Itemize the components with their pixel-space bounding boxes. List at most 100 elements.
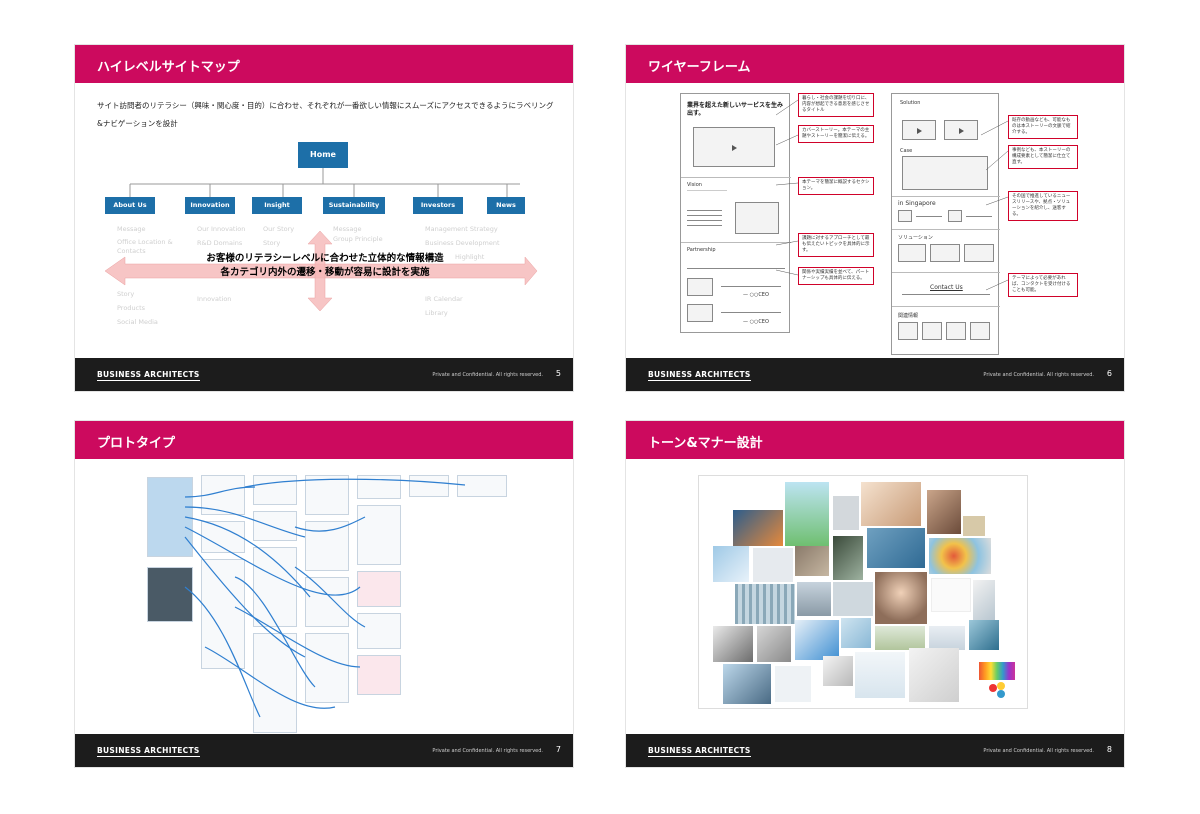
sitemap-subitems-innovation: Our Innovation R&D Domains Innovation [197, 225, 246, 303]
mood-photo [753, 548, 793, 582]
color-dot [997, 690, 1005, 698]
sitemap-subitems-insight: Our Story Story [263, 225, 295, 247]
sitemap-node-about-us[interactable]: About Us [105, 197, 155, 214]
mood-photo [969, 620, 999, 650]
thumb-placeholder [898, 210, 912, 222]
mood-photo [841, 618, 871, 648]
annotation-note: 暮らし・社会の課題を切り口に、内容が想起できる意思を感じさせるタイトル [798, 93, 874, 117]
annotation-note: 課題に対するアプローチとして最も伝えたいトピックを具体的に示す。 [798, 233, 874, 257]
avatar-placeholder [687, 278, 713, 296]
slide-title: ワイヤーフレーム [648, 60, 751, 75]
mood-photo [735, 584, 795, 624]
slide-title: ハイレベルサイトマップ [97, 60, 240, 75]
image-placeholder [902, 156, 988, 190]
play-icon [732, 145, 737, 151]
mood-photo [833, 496, 859, 530]
mood-photo [973, 580, 995, 620]
copyright: Private and Confidential. All rights res… [432, 748, 543, 754]
prototype-page-thumb [201, 559, 245, 669]
play-icon [917, 128, 922, 134]
case-label: Case [900, 148, 913, 154]
prototype-page-thumb [305, 633, 349, 703]
slide-wireframe[interactable]: ワイヤーフレーム 業界を超えた新しいサービスを生み出す。 Vision Part… [625, 44, 1125, 392]
prototype-page-thumb [409, 475, 449, 497]
prototype-page-thumb [147, 567, 193, 622]
sitemap-home-node[interactable]: Home [298, 142, 348, 168]
annotation-note: その国で推進しているニュースリリースや、拠点・ソリューションを紹介し、送客する。 [1008, 191, 1078, 221]
card-placeholder [922, 322, 942, 340]
prototype-page-thumb [305, 521, 349, 571]
mood-photo [757, 626, 791, 662]
sitemap-overlay-message: お客様のリテラシーレベルに合わせた立体的な情報構造 各カテゴリ内外の遷移・移動が… [206, 253, 444, 278]
slide-prototype[interactable]: プロトタイプ [74, 420, 574, 768]
business-architects-logo: BUSINESS ARCHITECTS [97, 746, 200, 757]
mood-photo [867, 528, 925, 568]
sitemap-node-insight[interactable]: Insight [252, 197, 302, 214]
annotation-note: テーマによって必要があれば、コンタクトを受け付けることも可能。 [1008, 273, 1078, 297]
mood-photo [775, 666, 811, 702]
card-placeholder [898, 244, 926, 262]
sitemap-node-news[interactable]: News [487, 197, 525, 214]
annotation-note: 事例なども、本ストーリーの構成要素として簡潔に仕立て直す。 [1008, 145, 1078, 169]
mood-photo [927, 490, 961, 534]
page-number: 7 [555, 745, 561, 754]
moodboard [698, 475, 1028, 709]
mood-photo [713, 546, 749, 582]
business-architects-logo: BUSINESS ARCHITECTS [97, 370, 200, 381]
slide-sitemap[interactable]: ハイレベルサイトマップ サイト訪問者のリテラシー（興味・関心度・目的）に合わせ、… [74, 44, 574, 392]
slide-header: ハイレベルサイトマップ [75, 45, 573, 83]
card-placeholder [946, 322, 966, 340]
solution-jp-label: ソリューション [898, 235, 933, 241]
color-dot [997, 682, 1005, 690]
card-placeholder [964, 244, 994, 262]
sitemap-node-sustainability[interactable]: Sustainability [323, 197, 385, 214]
slide-tone-manner[interactable]: トーン&マナー設計 BUSIN [625, 420, 1125, 768]
prototype-page-thumb [305, 475, 349, 515]
wireframe-page-left: 業界を超えた新しいサービスを生み出す。 Vision Partnership —… [680, 93, 791, 333]
sitemap-node-investors[interactable]: Investors [413, 197, 463, 214]
mood-photo [875, 626, 925, 650]
prototype-page-thumb [357, 655, 401, 695]
slide-header: プロトタイプ [75, 421, 573, 459]
annotation-note: 本テーマを簡潔に概説するセクション。 [798, 177, 874, 195]
slide-footer: BUSINESS ARCHITECTS Private and Confiden… [626, 734, 1124, 767]
mood-photo [861, 482, 921, 526]
partnership-label: Partnership [687, 247, 716, 253]
mood-photo [795, 546, 829, 576]
thumb-placeholder [948, 210, 962, 222]
page-number: 8 [1106, 745, 1112, 754]
navigation-arrows [104, 230, 538, 312]
sitemap-subitems-investors: Management Strategy Business Development… [425, 225, 500, 317]
copyright: Private and Confidential. All rights res… [983, 748, 1094, 754]
prototype-page-thumb [253, 475, 297, 505]
slide-header: ワイヤーフレーム [626, 45, 1124, 83]
play-icon [959, 128, 964, 134]
mood-photo [855, 652, 905, 698]
prototype-page-thumb [305, 577, 349, 627]
color-dot [989, 684, 997, 692]
copyright: Private and Confidential. All rights res… [432, 372, 543, 378]
sitemap-node-innovation[interactable]: Innovation [185, 197, 235, 214]
mood-photo [963, 516, 985, 536]
mood-photo [929, 626, 965, 650]
mood-photo [713, 626, 753, 662]
sitemap-connectors [129, 168, 520, 197]
solution-label: Solution [900, 100, 921, 106]
mood-photo [795, 620, 839, 660]
annotation-note: 関係や実績実績を並べて、パートナーシップも具体的に伝える。 [798, 267, 874, 285]
business-architects-logo: BUSINESS ARCHITECTS [648, 370, 751, 381]
video-placeholder [944, 120, 978, 140]
prototype-page-thumb [253, 511, 297, 541]
sitemap-subitems-about-us: Message Office Location & Contacts Story… [117, 225, 173, 326]
icon-set [931, 578, 971, 612]
vision-label: Vision [687, 182, 702, 188]
mood-photo [797, 582, 831, 616]
contact-us-link[interactable]: Contact Us [930, 284, 963, 291]
slide-footer: BUSINESS ARCHITECTS Private and Confiden… [75, 734, 573, 767]
mood-photo [909, 648, 959, 702]
annotation-note: 既存の動画なども、可能なものは本ストーリーの文脈で紹介する。 [1008, 115, 1078, 139]
page-number: 5 [555, 369, 561, 378]
card-placeholder [970, 322, 990, 340]
mood-photo [929, 538, 991, 574]
sitemap-subitems-sustainability: Message Group Principle [333, 225, 383, 243]
